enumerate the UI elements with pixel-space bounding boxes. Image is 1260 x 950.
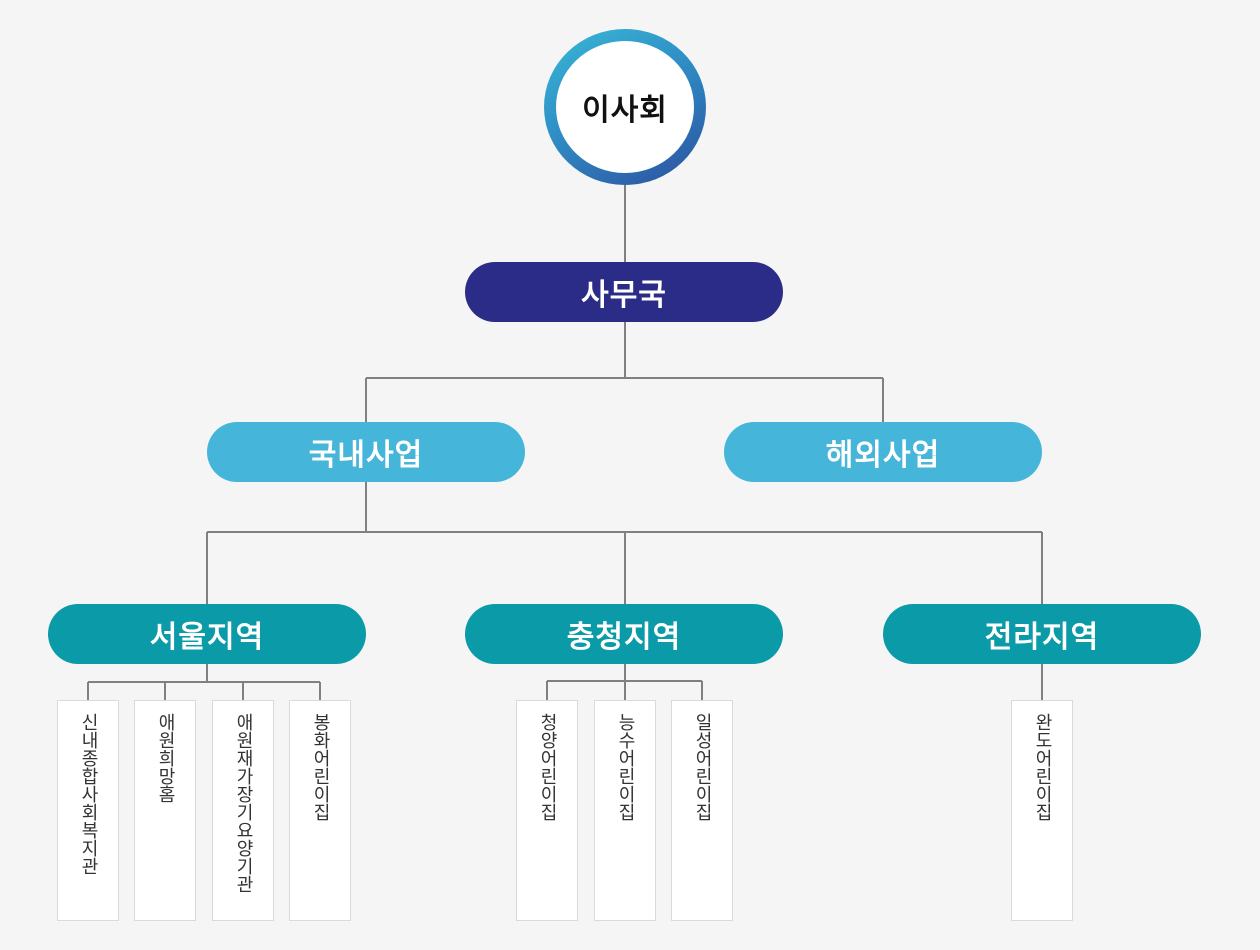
unit-card: 청양어린이집: [516, 700, 578, 921]
overseas-division-node: 해외사업: [724, 422, 1042, 482]
unit-label: 신내종합사회복지관: [78, 713, 99, 875]
board-node: 이사회: [544, 29, 706, 185]
unit-card: 애원재가장기요양기관: [212, 700, 274, 921]
jeolla-region-node: 전라지역: [883, 604, 1201, 664]
seoul-region-label: 서울지역: [149, 620, 265, 655]
board-label: 이사회: [582, 93, 668, 128]
unit-card: 완도어린이집: [1011, 700, 1073, 921]
chungcheong-region-node: 충청지역: [465, 604, 783, 664]
unit-card: 애원희망홈: [134, 700, 196, 921]
domestic-division-label: 국내사업: [308, 438, 424, 473]
unit-card: 봉화어린이집: [289, 700, 351, 921]
unit-label: 청양어린이집: [537, 713, 558, 821]
unit-card: 능수어린이집: [594, 700, 656, 921]
unit-label: 완도어린이집: [1032, 713, 1053, 821]
secretariat-label: 사무국: [581, 278, 667, 313]
unit-label: 일성어린이집: [692, 713, 713, 821]
unit-label: 애원희망홈: [155, 713, 176, 803]
unit-card: 일성어린이집: [671, 700, 733, 921]
unit-card: 신내종합사회복지관: [57, 700, 119, 921]
unit-label: 봉화어린이집: [310, 713, 331, 821]
overseas-division-label: 해외사업: [825, 438, 941, 473]
unit-label: 애원재가장기요양기관: [233, 713, 254, 893]
board-node-inner: 이사회: [556, 41, 694, 173]
seoul-region-node: 서울지역: [48, 604, 366, 664]
jeolla-region-label: 전라지역: [984, 620, 1100, 655]
chungcheong-region-label: 충청지역: [566, 620, 682, 655]
secretariat-node: 사무국: [465, 262, 783, 322]
unit-label: 능수어린이집: [615, 713, 636, 821]
domestic-division-node: 국내사업: [207, 422, 525, 482]
